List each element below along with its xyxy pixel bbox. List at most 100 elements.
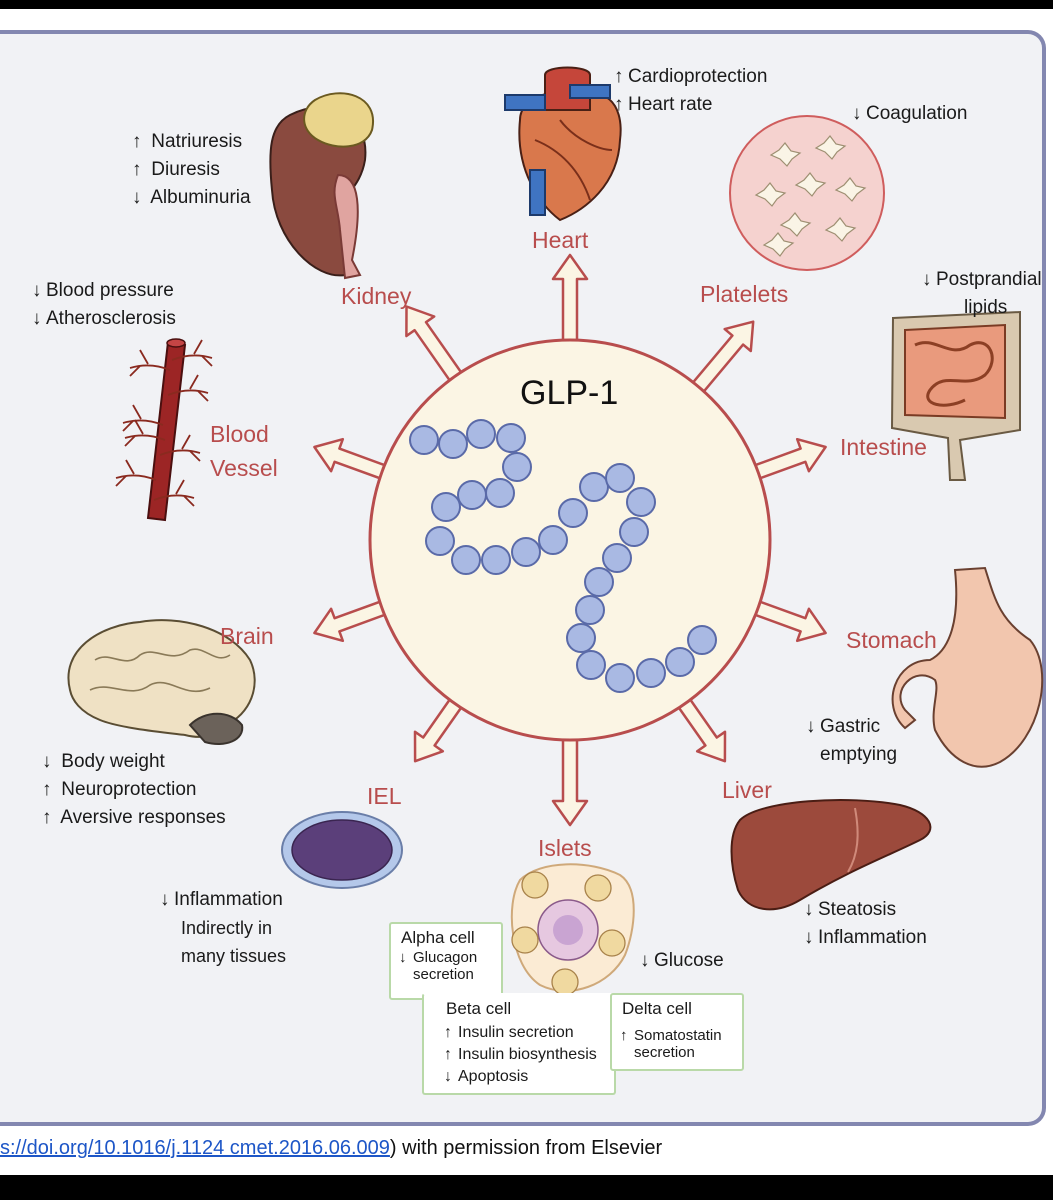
up-arrow-icon: ↑ [42,779,52,800]
acinar-cell [511,926,539,954]
effect-item: ↓Inflammation [160,886,286,914]
down-arrow-icon: ↓ [804,899,814,920]
acinar-cell [551,968,579,996]
peptide-bead [538,525,568,555]
down-arrow-icon: ↓ [42,751,52,772]
effect-item: ↑Cardioprotection [614,63,767,91]
down-arrow-icon: ↓ [806,716,816,737]
peptide-bead [496,423,526,453]
acinar-cell [521,871,549,899]
effect-item: ↑ Aversive responses [42,804,226,832]
arrow-group [313,253,827,827]
down-arrow-icon: ↓ [32,280,42,301]
heart-illustration [504,66,622,222]
heart-effects: ↑Cardioprotection ↑Heart rate [614,63,767,119]
platelets-illustration [729,115,885,271]
peptide-bead [576,650,606,680]
effect-item: ↓Apoptosis [444,1066,597,1088]
organ-label-blood: Blood [210,421,269,447]
vessel-branch [167,374,209,402]
organ-label-vessel: Vessel [210,455,278,481]
peptide-bead [466,419,496,449]
up-arrow-icon: ↑ [42,807,52,828]
arrow-to-blood-vessel [313,437,392,482]
effect-item: ↓Gastric [806,713,897,741]
peptide-bead [457,480,487,510]
effect-item: ↓Blood pressure [32,277,176,305]
peptide-bead [575,595,605,625]
platelet-cell [779,212,812,237]
effect-item: Indirectly in [181,918,273,938]
arrow-to-islets [551,732,589,827]
platelet-cell [754,182,787,207]
islets-glucose-effect: ↓Glucose [640,947,724,975]
arrow-to-stomach [748,598,827,643]
up-arrow-icon: ↑ [132,159,142,180]
beta-cell-title: Beta cell [446,999,512,1018]
effect-item: ↓ Body weight [42,748,226,776]
acinar-cell [598,929,626,957]
effect-item: ↓Steatosis [804,896,927,924]
down-arrow-icon: ↓ [640,950,650,971]
islets-illustration [510,863,635,996]
peptide-bead [626,487,656,517]
organ-label-iel: IEL [367,783,402,809]
source-caption: s://doi.org/10.1016/j.1124 cmet.2016.06.… [0,1137,662,1160]
organ-label-platelets: Platelets [700,281,789,307]
stomach-illustration [891,566,1044,768]
vessel-branch [115,459,157,487]
down-arrow-icon: ↓ [444,1068,452,1085]
brain-effects: ↓ Body weight ↑ Neuroprotection ↑ Aversi… [42,748,226,832]
organ-label-islets: Islets [538,835,592,861]
doi-link[interactable]: s://doi.org/10.1016/j.1124 cmet.2016.06.… [0,1137,390,1159]
top-black-bar [0,0,1053,9]
kidney-effects: ↑ Natriuresis ↑ Diuresis ↓ Albuminuria [132,128,251,212]
peptide-bead [438,429,468,459]
delta-cell-title: Delta cell [622,999,692,1018]
up-arrow-icon: ↑ [444,1024,452,1041]
vessel-branch [124,419,166,447]
peptide-bead [584,567,614,597]
up-arrow-icon: ↑ [132,131,142,152]
effect-item: ↑ Natriuresis [132,128,251,156]
vessel-branch [159,434,201,462]
down-arrow-icon: ↓ [160,889,170,910]
down-arrow-icon: ↓ [32,308,42,329]
arrow-to-intestine [748,437,827,482]
brain-illustration [67,619,256,745]
down-arrow-icon: ↓ [399,949,407,966]
peptide-bead [485,478,515,508]
platelet-cell [824,217,857,242]
organ-label-liver: Liver [722,777,772,803]
peptide-bead [502,452,532,482]
peptide-bead [636,658,666,688]
intestine-effects: ↓Postprandial lipids [922,266,1042,322]
organ-label-stomach: Stomach [846,627,937,653]
effect-item: ↑Insulin biosynthesis [444,1044,597,1066]
effect-item: lipids [964,297,1008,318]
vessel-branch [129,349,171,377]
peptide-bead [511,537,541,567]
arrow-to-brain [313,598,392,643]
alpha-cell-effect: ↓Glucagon secretion [399,949,478,983]
peptide-bead [605,663,635,693]
vessel-branch [153,479,195,507]
beta-cell-effects: ↑Insulin secretion ↑Insulin biosynthesis… [444,1022,597,1088]
effect-item: ↓Coagulation [852,100,967,128]
peptide-bead [566,623,596,653]
peptide-bead [579,472,609,502]
effect-item: ↑ Neuroprotection [42,776,226,804]
peptide-bead [619,517,649,547]
effect-item: many tissues [181,946,287,966]
effect-item: ↓Inflammation [804,924,927,952]
peptide-bead [431,492,461,522]
beta-cell-box: Beta cell ↑Insulin secretion ↑Insulin bi… [422,993,616,1095]
arrow-to-kidney [405,305,466,387]
down-arrow-icon: ↓ [852,103,862,124]
peptide-bead [451,545,481,575]
peptide-bead [481,545,511,575]
peptide-bead [665,647,695,677]
effect-item: ↑ Diuresis [132,156,251,184]
effect-item: ↓Atherosclerosis [32,305,176,333]
organ-label-kidney: Kidney [341,283,412,309]
